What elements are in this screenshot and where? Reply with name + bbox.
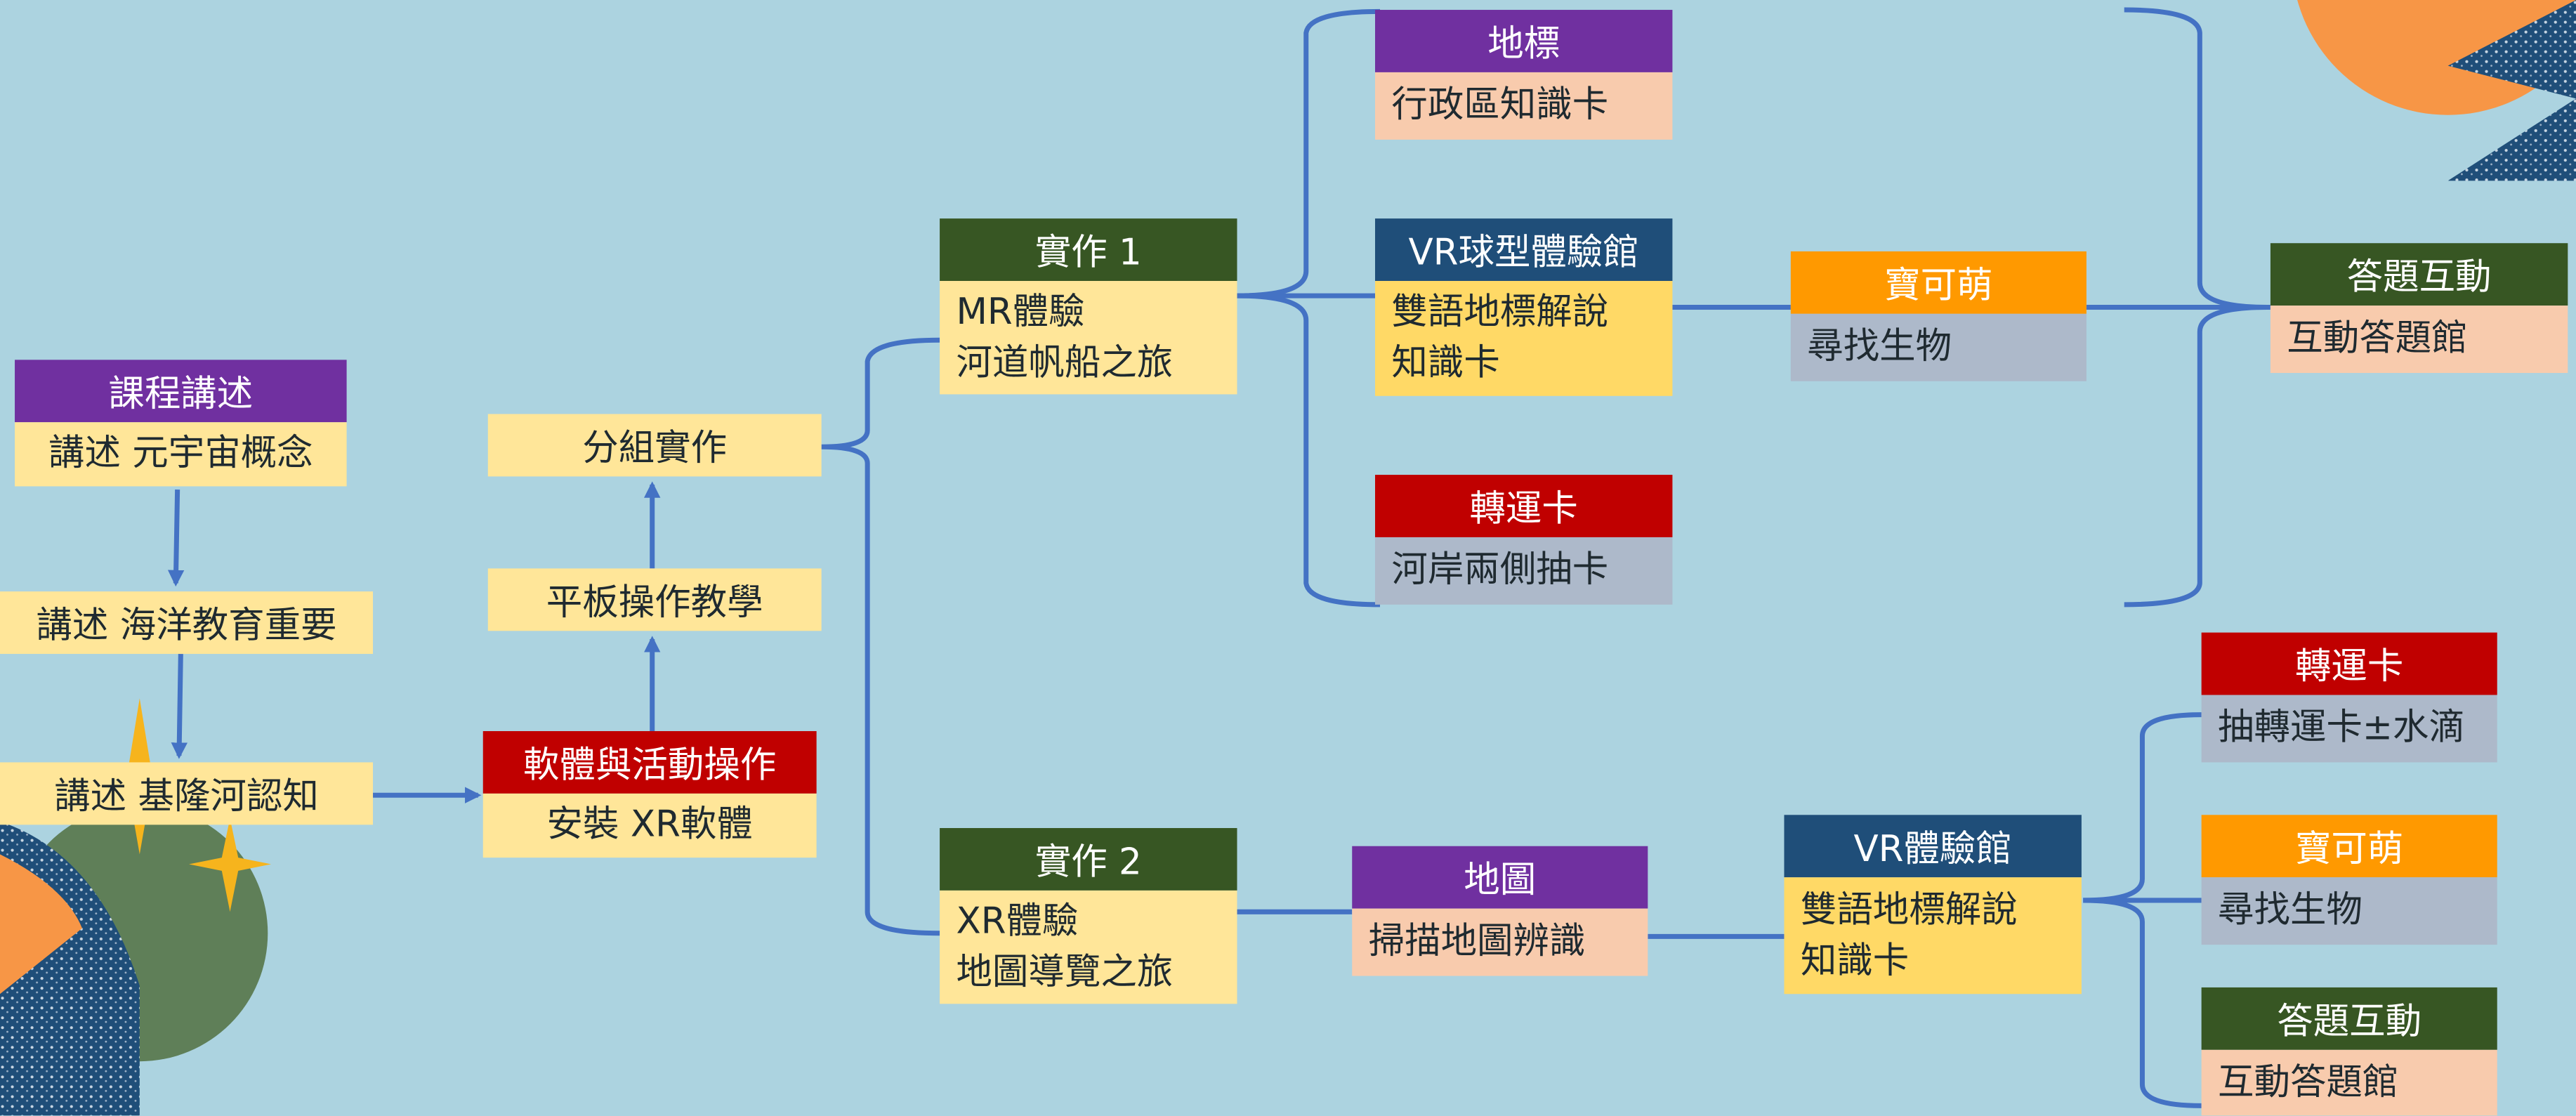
node-text: 講述 元宇宙概念 xyxy=(48,433,313,475)
node-title: 轉運卡 xyxy=(2201,632,2497,695)
node-title: VR體驗館 xyxy=(1784,815,2082,878)
node-text: 尋找生物 xyxy=(2218,890,2363,932)
node-title: 轉運卡 xyxy=(1374,475,1673,537)
node-body: 雙語地標解說 知識卡 xyxy=(1784,877,2082,994)
corner-shape-top-right xyxy=(2297,0,2576,181)
group-practice-node: 分組實作 xyxy=(487,414,822,477)
node-body: 尋找生物 xyxy=(1790,313,2087,381)
vr-hall-node: VR體驗館 雙語地標解說 知識卡 xyxy=(1784,815,2082,994)
node-title: 實作 1 xyxy=(940,218,1237,282)
node-text: 行政區知識卡 xyxy=(1391,85,1609,127)
node-text: 地圖導覽之旅 xyxy=(956,952,1174,994)
node-text: 雙語地標解說 xyxy=(1800,889,2018,931)
node-title: 軟體與活動操作 xyxy=(482,730,817,794)
vr-sphere-node: VR球型體驗館 雙語地標解說 知識卡 xyxy=(1374,218,1673,396)
brace-group-to-practices xyxy=(821,337,940,936)
course-intro-node: 課程講述 講述 元宇宙概念 xyxy=(15,360,347,487)
arrow-intro-to-ocean xyxy=(167,490,185,587)
node-text: MR體驗 xyxy=(956,291,1085,333)
pokemon-node: 寶可萌 尋找生物 xyxy=(1790,251,2087,381)
brace-vrhall-options xyxy=(2083,712,2202,1108)
practice-2-node: 實作 2 XR體驗 地圖導覽之旅 xyxy=(940,828,1237,1004)
node-text: 雙語地標解說 xyxy=(1391,292,1609,334)
node-body: 安裝 XR軟體 xyxy=(482,793,817,858)
software-node: 軟體與活動操作 安裝 XR軟體 xyxy=(482,730,817,858)
tablet-tutorial-node: 平板操作教學 xyxy=(487,568,822,631)
pokemon-node: 寶可萌 尋找生物 xyxy=(2201,815,2497,945)
brace-collect-to-quiz xyxy=(2124,7,2268,608)
node-title: 寶可萌 xyxy=(1790,251,2087,314)
node-text: 掃描地圖辨識 xyxy=(1368,921,1586,963)
landmark-node: 地標 行政區知識卡 xyxy=(1374,10,1673,140)
node-body: 雙語地標解說 知識卡 xyxy=(1374,281,1673,396)
node-body: 河岸兩側抽卡 xyxy=(1374,537,1673,605)
node-title: VR球型體驗館 xyxy=(1374,218,1673,282)
node-text: 河岸兩側抽卡 xyxy=(1391,550,1609,592)
node-text: XR體驗 xyxy=(956,901,1079,943)
node-title: 寶可萌 xyxy=(2201,815,2497,878)
node-title: 實作 2 xyxy=(940,828,1237,891)
node-title: 課程講述 xyxy=(15,360,347,423)
node-body: 尋找生物 xyxy=(2201,877,2497,945)
node-body: 互動答題館 xyxy=(2270,306,2568,374)
node-body: 互動答題館 xyxy=(2201,1049,2497,1116)
quiz-node: 答題互動 互動答題館 xyxy=(2270,243,2568,374)
node-body: XR體驗 地圖導覽之旅 xyxy=(940,890,1237,1004)
node-title: 答題互動 xyxy=(2270,243,2568,306)
practice-1-node: 實作 1 MR體驗 河道帆船之旅 xyxy=(940,218,1237,395)
node-body: 講述 元宇宙概念 xyxy=(15,422,347,487)
node-title: 答題互動 xyxy=(2201,987,2497,1050)
node-title: 地圖 xyxy=(1352,846,1648,909)
corner-shape-bottom-left xyxy=(0,698,271,1116)
brace-practice1-options xyxy=(1237,8,1381,608)
node-body: MR體驗 河道帆船之旅 xyxy=(940,281,1237,395)
arrow-ocean-to-keelung xyxy=(171,653,188,759)
node-text: 互動答題館 xyxy=(2287,318,2468,360)
node-text: 抽轉運卡±水滴 xyxy=(2218,708,2465,749)
node-text: 尋找生物 xyxy=(1807,327,1952,369)
ocean-education-node: 講述 海洋教育重要 xyxy=(0,591,374,655)
node-text: 知識卡 xyxy=(1800,940,1910,982)
node-text: 河道帆船之旅 xyxy=(956,342,1174,384)
node-text: 知識卡 xyxy=(1391,343,1500,385)
transfer-card-node: 轉運卡 河岸兩側抽卡 xyxy=(1374,475,1673,605)
node-body: 行政區知識卡 xyxy=(1374,72,1673,140)
map-node: 地圖 掃描地圖辨識 xyxy=(1352,846,1648,976)
node-text: 互動答題館 xyxy=(2218,1062,2399,1103)
transfer-card-node: 轉運卡 抽轉運卡±水滴 xyxy=(2201,632,2497,763)
node-body: 掃描地圖辨識 xyxy=(1352,908,1648,976)
node-title: 地標 xyxy=(1374,10,1673,72)
node-body: 抽轉運卡±水滴 xyxy=(2201,695,2497,763)
keelung-river-node: 講述 基隆河認知 xyxy=(0,762,374,825)
quiz-node: 答題互動 互動答題館 xyxy=(2201,987,2497,1116)
node-text: 安裝 XR軟體 xyxy=(546,805,753,846)
sparkle-icon xyxy=(189,818,271,912)
